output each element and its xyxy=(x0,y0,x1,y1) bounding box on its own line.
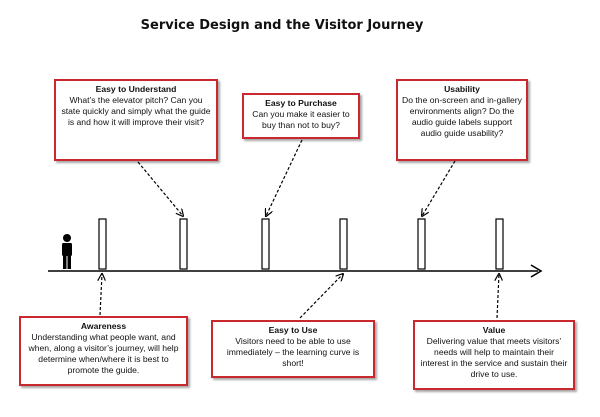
connector-awareness xyxy=(100,274,102,316)
stage-marker-understand xyxy=(179,218,188,270)
callout-heading: Easy to Understand xyxy=(95,84,177,94)
callout-easy-to-understand: Easy to Understand What’s the elevator p… xyxy=(54,79,218,161)
callout-value: Value Delivering value that meets visito… xyxy=(413,320,575,390)
callout-heading: Awareness xyxy=(80,321,127,331)
stage-marker-usability xyxy=(417,218,426,270)
callout-body: Can you make it easier to buy than not t… xyxy=(252,109,350,130)
stage-marker-value xyxy=(495,218,504,270)
connector-understand xyxy=(137,161,183,216)
stage-marker-awareness xyxy=(98,218,107,270)
timeline-arrowhead xyxy=(530,264,543,278)
callout-easy-to-purchase: Easy to Purchase Can you make it easier … xyxy=(242,93,360,139)
callout-heading: Usability xyxy=(444,84,480,94)
callout-heading: Value xyxy=(482,325,506,335)
callout-body: Do the on-screen and in-gallery environm… xyxy=(402,95,522,138)
stage-marker-use xyxy=(339,218,348,270)
callout-awareness: Awareness Understanding what people want… xyxy=(19,316,188,386)
callout-body: What’s the elevator pitch? Can you state… xyxy=(61,95,211,127)
callout-heading: Easy to Use xyxy=(268,325,318,335)
connector-use xyxy=(299,274,343,319)
stage-marker-purchase xyxy=(261,218,270,270)
connector-purchase xyxy=(266,139,303,216)
callout-body: Delivering value that meets visitors’ ne… xyxy=(420,336,568,379)
page-title: Service Design and the Visitor Journey xyxy=(140,18,424,33)
callout-easy-to-use: Easy to Use Visitors need to be able to … xyxy=(211,320,375,378)
callout-usability: Usability Do the on-screen and in-galler… xyxy=(396,79,528,161)
callout-heading: Easy to Purchase xyxy=(265,98,337,108)
callout-body: Understanding what people want, and when… xyxy=(28,332,179,375)
connector-usability xyxy=(422,160,456,216)
connector-value xyxy=(497,274,499,319)
callout-body: Visitors need to be able to use immediat… xyxy=(226,336,360,368)
person-icon xyxy=(62,234,72,269)
